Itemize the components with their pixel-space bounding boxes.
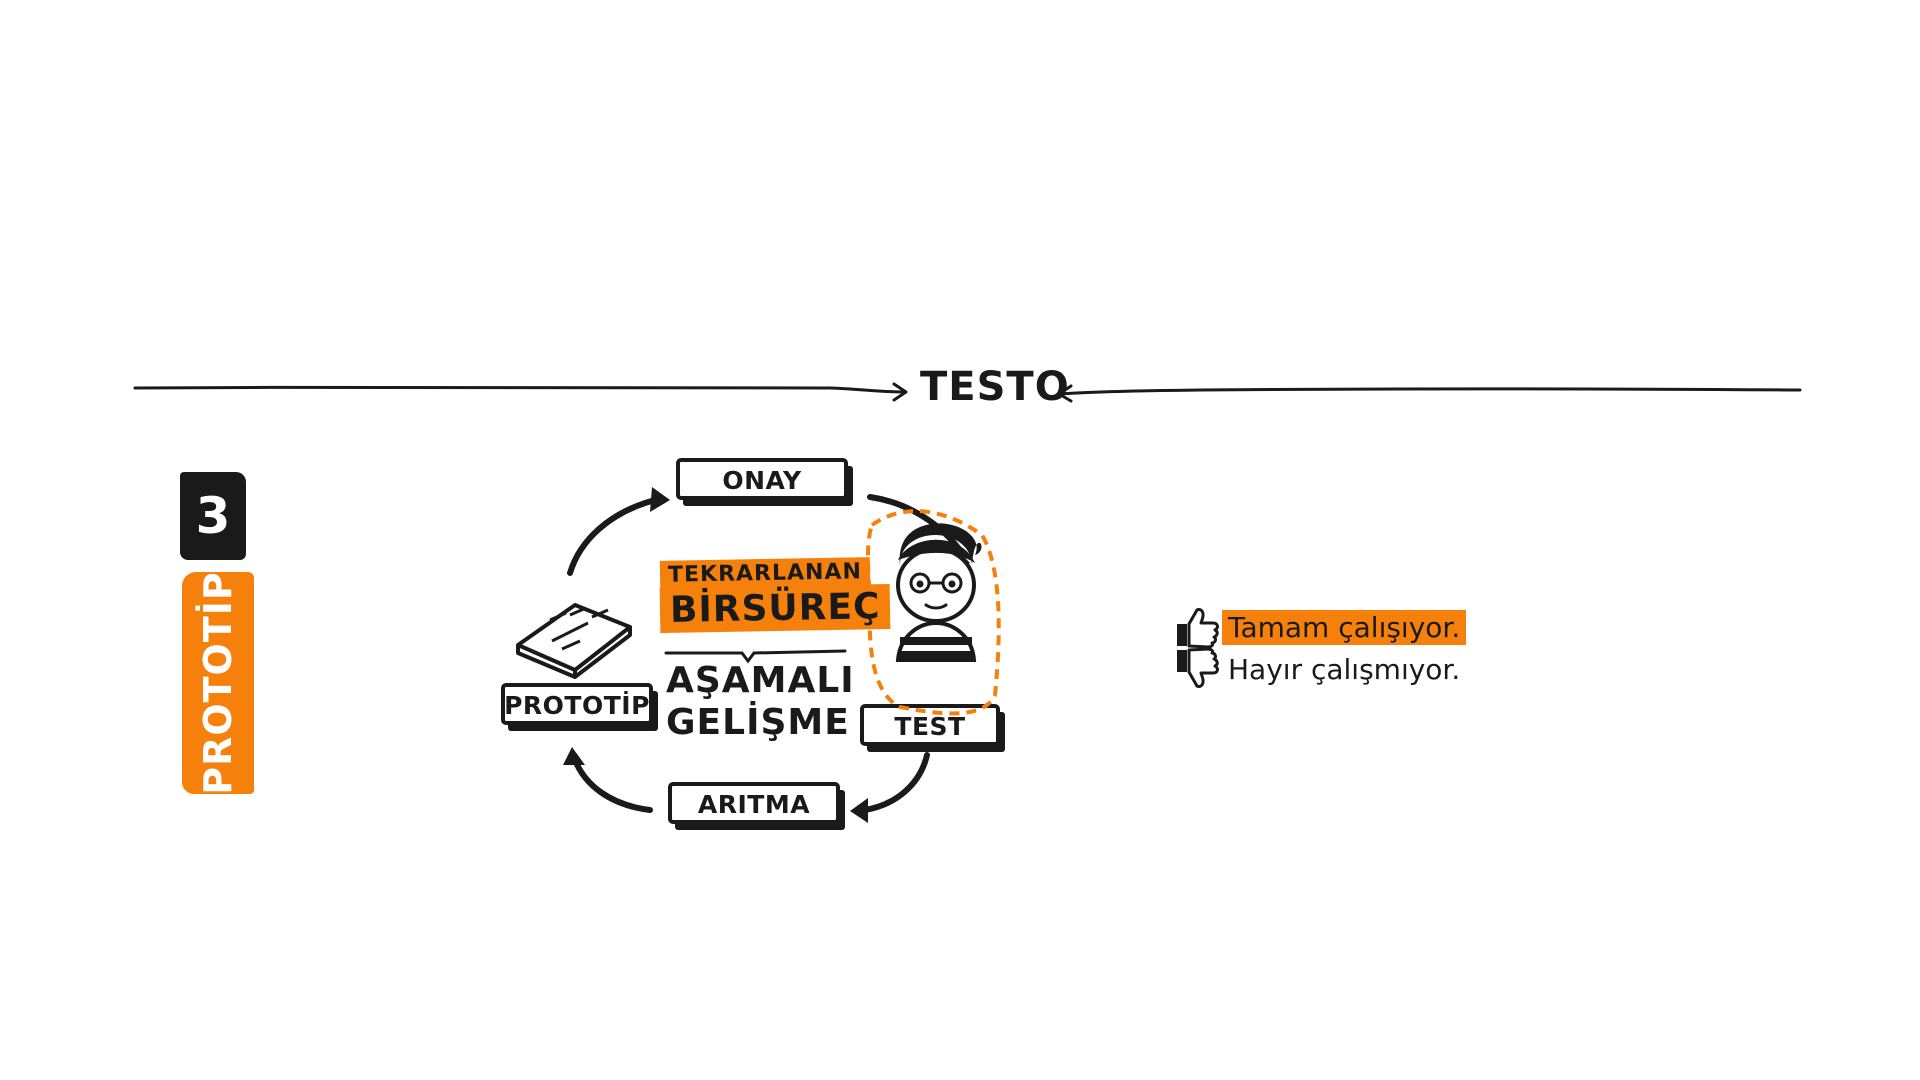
stage-label-refine: ARITMA [697,789,811,819]
person-icon [895,523,982,662]
arrow-prototype-to-approval [567,497,658,576]
center-tag-large: BİRSÜREÇ [659,583,891,634]
box-refine [668,782,845,830]
arrowhead-left [563,747,585,765]
center-divider [664,649,847,664]
notebook-icon [516,603,632,679]
box-prototype [501,683,658,731]
feedback-list: Tamam çalışıyor. Hayır çalışmıyor. [1172,606,1467,690]
center-subtitle-line2: GELİŞME [666,702,850,743]
box-approval [676,458,853,506]
feedback-item-negative: Hayır çalışmıyor. [1172,648,1466,690]
arrow-test-to-refine [862,752,930,813]
box-test [860,704,1005,752]
step-label-text: PROTOTİP [196,571,240,795]
page-title: TESTO [920,364,1070,410]
feedback-text-negative: Hayır çalışmıyor. [1228,652,1461,686]
cycle-diagram [501,458,1005,830]
stage-label-prototype: PROTOTİP [504,690,650,720]
arrowhead-bottom [850,798,868,823]
stage-label-test: TEST [894,711,966,741]
feedback-text-positive: Tamam çalışıyor. [1222,609,1467,645]
center-subtitle-line1: AŞAMALI [666,660,855,701]
thumbs-down-icon [1172,648,1222,690]
arrowhead-top [650,487,670,512]
arrow-refine-to-prototype [572,757,653,813]
step-number-badge: 3 [180,472,246,560]
feedback-item-positive: Tamam çalışıyor. [1172,606,1467,648]
stage-label-approval: ONAY [722,465,802,495]
center-subtitle: AŞAMALI GELİŞME [666,660,855,744]
thumbs-up-icon [1172,606,1222,648]
step-label-badge: PROTOTİP [182,571,254,795]
